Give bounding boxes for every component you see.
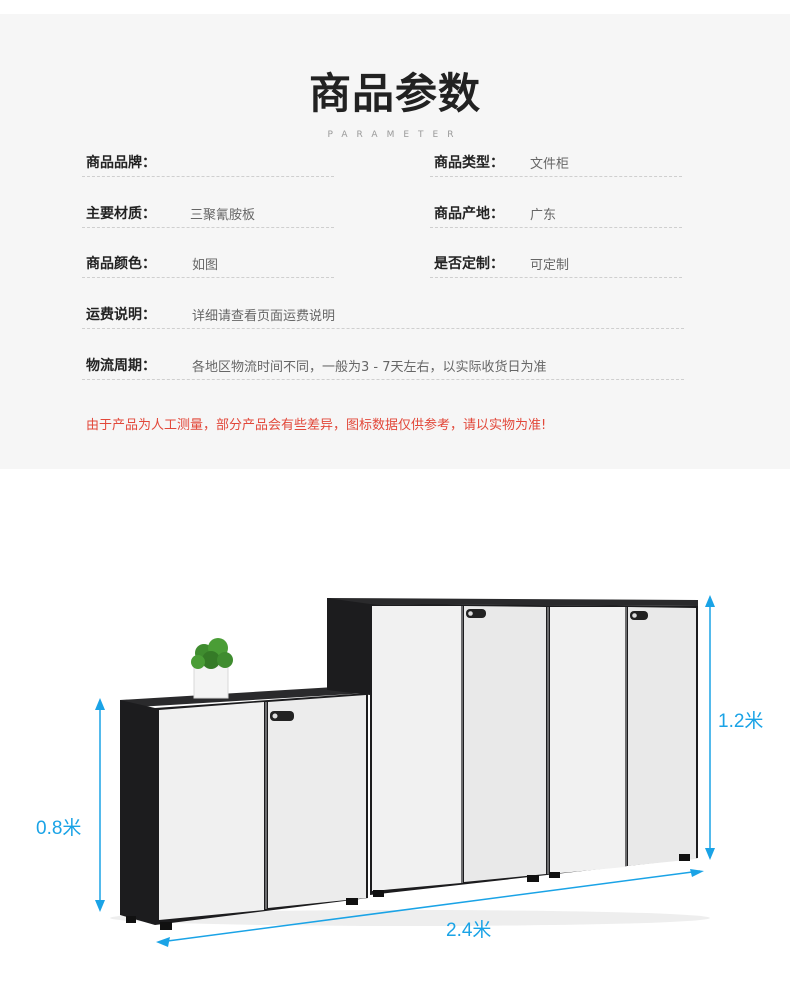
- param-row-shipping: 运费说明： 详细请查看页面运费说明: [82, 300, 684, 329]
- param-row-custom: 是否定制： 可定制: [430, 249, 682, 278]
- param-row-material: 主要材质： 三聚氰胺板: [82, 199, 334, 228]
- page-subtitle: PARAMETER: [327, 130, 463, 140]
- lock-icon: [270, 711, 294, 721]
- tall-cabinet: [327, 598, 698, 897]
- param-value: 如图: [192, 258, 219, 273]
- param-label: 主要材质：: [86, 206, 156, 222]
- page-title: 商品参数: [308, 69, 481, 118]
- param-value: 广东: [530, 208, 557, 223]
- param-value: 文件柜: [530, 157, 570, 172]
- param-row-origin: 商品产地： 广东: [430, 199, 682, 228]
- param-value: 可定制: [530, 258, 570, 273]
- param-value: 详细请查看页面运费说明: [192, 309, 336, 324]
- disclaimer-note: 由于产品为人工测量，部分产品会有些差异，图标数据仅供参考，请以实物为准!: [86, 418, 547, 433]
- plant-decoration: [191, 638, 233, 699]
- param-label: 商品品牌：: [86, 155, 156, 171]
- param-value: 三聚氰胺板: [190, 208, 256, 223]
- param-value: 各地区物流时间不同，一般为3 - 7天左右，以实际收货日为准: [192, 360, 547, 375]
- param-row-brand: 商品品牌：: [82, 148, 334, 177]
- param-row-delivery: 物流周期： 各地区物流时间不同，一般为3 - 7天左右，以实际收货日为准: [82, 351, 684, 380]
- param-label: 商品颜色：: [86, 256, 156, 272]
- lock-icon: [466, 609, 486, 618]
- dimension-width: [156, 869, 704, 947]
- dimension-label-high: 1.2米: [718, 710, 763, 732]
- dimension-label-width: 2.4米: [446, 919, 491, 941]
- dimension-height-low: [95, 698, 105, 912]
- param-label: 物流周期：: [86, 358, 156, 374]
- product-dimension-image: 0.8米 1.2米 2.4米: [36, 595, 763, 947]
- parameter-section: 商品参数 PARAMETER 商品品牌： 商品类型： 文件柜 主要材质： 三聚氰…: [0, 14, 790, 469]
- param-row-type: 商品类型： 文件柜: [430, 148, 682, 177]
- param-label: 商品产地：: [434, 206, 504, 222]
- dimension-label-low: 0.8米: [36, 817, 81, 839]
- low-cabinet: [120, 685, 368, 930]
- param-row-color: 商品颜色： 如图: [82, 249, 334, 278]
- dimension-height-high: [705, 595, 715, 860]
- param-label: 运费说明：: [86, 307, 156, 323]
- param-label: 是否定制：: [434, 256, 504, 272]
- param-label: 商品类型：: [434, 155, 504, 171]
